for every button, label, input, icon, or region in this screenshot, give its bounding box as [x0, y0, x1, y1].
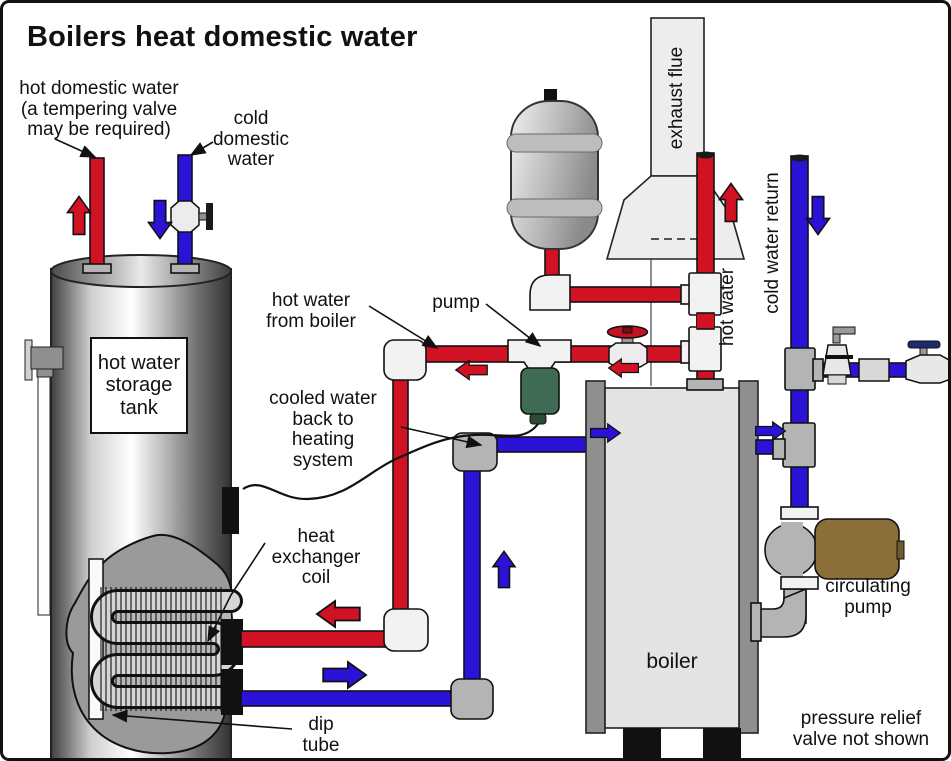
label-pump: pump [432, 292, 480, 313]
boiler-top-flange [686, 378, 724, 391]
relief-valve [24, 339, 64, 616]
expansion-tank [506, 89, 603, 280]
elbow-gray-top [452, 432, 498, 472]
aquastat-capillary [242, 423, 539, 501]
cold-piping [240, 154, 948, 720]
label-cold-water-return: cold water return [762, 172, 783, 314]
arrow-hot-up-left [66, 195, 92, 236]
tee-return-upper [784, 347, 816, 391]
coil-inlet-flange [221, 619, 243, 665]
pressure-reducing-valve [822, 326, 856, 385]
arrow-cold-down-return [805, 195, 831, 236]
label-hot-domestic: hot domestic water (a tempering valve ma… [19, 78, 179, 141]
arrow-cold-out-boiler [754, 421, 786, 441]
coil-outlet-flange [221, 669, 243, 715]
pipe-hot-low [240, 630, 398, 648]
label-cooled-water: cooled water back to heating system [269, 388, 377, 471]
pipe-expansion-line [562, 286, 692, 303]
system-pump [242, 339, 572, 501]
label-boiler: boiler [646, 650, 698, 673]
coil-fins [100, 587, 222, 711]
arrow-hot-left-low [315, 600, 361, 628]
label-cold-domestic: cold domestic water [212, 108, 290, 171]
elbow-white-bottom [383, 608, 429, 652]
tank-label: hot water storage tank [90, 337, 188, 434]
heat-exchanger-coil [90, 587, 243, 711]
pump-flange-bottom [780, 576, 819, 590]
label-dip-tube: dip tube [302, 714, 340, 756]
label-pressure-note: pressure relief valve not shown [792, 708, 930, 750]
hot-piping [82, 151, 724, 652]
pipe-cooled-to-boiler [492, 436, 594, 453]
draft-hood [605, 175, 746, 260]
arrow-cold-right-low [322, 661, 368, 689]
tee-return-lower [782, 422, 816, 468]
diagram-title: Boilers heat domestic water [27, 21, 418, 53]
aquastat-connector [222, 487, 239, 534]
label-circulating-pump: circulating pump [825, 576, 911, 618]
pipe-cold-low [240, 690, 464, 707]
cold-gate-valve [905, 340, 948, 384]
elbow-white-top [383, 339, 427, 381]
elbow-gray-low [450, 678, 494, 720]
circulating-pump [750, 506, 905, 642]
valves [170, 200, 948, 385]
label-heat-exchanger: heat exchanger coil [271, 526, 361, 589]
pump-flange-top [780, 506, 819, 520]
label-hot-water: hot water [717, 267, 738, 347]
pointer-lines [54, 138, 542, 730]
arrow-hot-left-1 [455, 359, 488, 381]
diagram-canvas [24, 17, 948, 758]
pump-motor [814, 518, 900, 580]
pipe-hot-domestic [89, 157, 105, 271]
pipe-cold-return [790, 155, 809, 351]
cold-domestic-valve [170, 200, 213, 233]
hot-gate-valve [606, 325, 649, 368]
hot-water-storage-tank [24, 254, 243, 758]
pipe-cold-riser [463, 460, 481, 694]
elbow-expansion [529, 274, 571, 311]
arrow-cold-up-riser [492, 550, 516, 589]
label-exhaust-flue: exhaust flue [666, 46, 687, 150]
label-hot-water-from-boiler: hot water from boiler [266, 290, 356, 332]
union-fitting [858, 358, 890, 382]
pump-canister [520, 367, 560, 415]
boiler [585, 380, 759, 758]
arrow-cold-down-left [147, 199, 173, 240]
